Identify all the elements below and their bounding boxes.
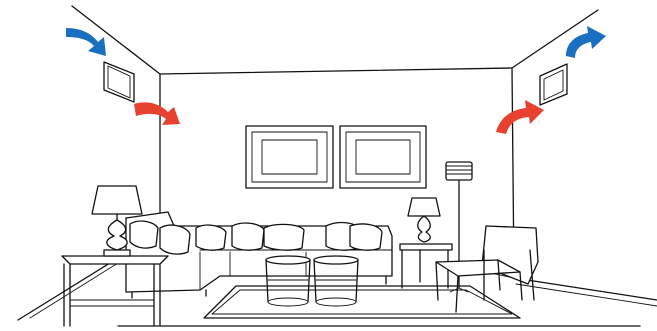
right-air-vent	[540, 64, 567, 105]
area-rug	[204, 286, 520, 318]
red-return-arrow-left	[134, 102, 180, 125]
red-return-arrow-right	[496, 100, 544, 134]
room-outline	[18, 6, 657, 326]
picture-frame-right	[340, 126, 426, 188]
coffee-table-right	[314, 256, 358, 306]
sectional-sofa	[126, 212, 392, 298]
left-air-vent	[104, 62, 134, 102]
lounge-chair	[436, 226, 538, 312]
table-lamp-right	[408, 198, 440, 242]
blue-supply-arrow-right	[566, 26, 606, 58]
coffee-table-left	[266, 256, 310, 306]
picture-frame-left	[246, 126, 333, 188]
blue-supply-arrow-left	[66, 28, 106, 56]
